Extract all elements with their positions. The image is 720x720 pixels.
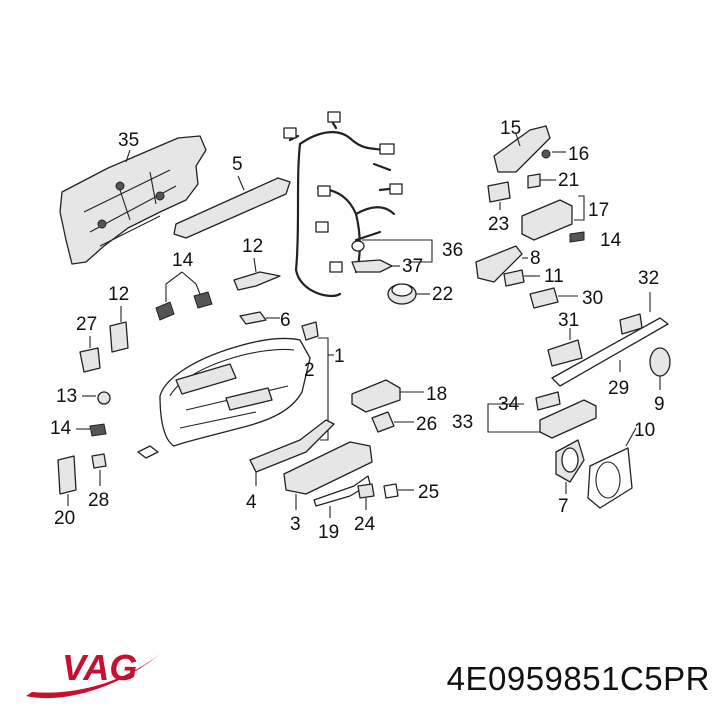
part-26-switch [371,411,414,433]
part-32-cap [619,292,651,335]
callout-1: 1 [334,346,345,367]
callout-25: 25 [418,482,439,503]
part-15-bracket [493,125,551,173]
part-17-lock-housing [521,195,585,241]
callout-19: 19 [318,522,339,543]
callout-2: 2 [304,360,315,381]
part-35-insulation [59,135,207,265]
part-22-knob [387,283,430,305]
callout-12-upper: 12 [242,236,263,257]
part-8-handle-bezel [475,245,528,283]
part-14-bolt [76,423,107,437]
callout-labels: 35 5 12 14 12 27 13 14 20 28 6 2 1 4 3 1… [50,118,665,543]
vag-logo-text: VAG [62,647,137,688]
callout-14-right: 14 [600,230,622,251]
callout-34: 34 [498,394,520,415]
part-34-switch [535,391,561,411]
callout-20: 20 [54,508,75,529]
callout-4: 4 [246,492,257,513]
callout-7: 7 [558,496,569,517]
part-28-cap [91,453,107,486]
part-20-switch-bezel [57,455,77,506]
callout-30: 30 [582,288,603,309]
callout-10: 10 [634,420,655,441]
callout-33: 33 [452,412,473,433]
callout-27: 27 [76,314,97,335]
part-18-tray [351,379,424,413]
part-23-switch [487,181,511,210]
callout-37: 37 [402,256,423,277]
callout-21: 21 [558,170,579,191]
callout-31: 31 [558,310,579,331]
part-13-nut [82,391,111,405]
part-16-screw [541,149,566,159]
part-6-clip [239,311,280,325]
part-36-wiring-harness [283,111,433,298]
part-3-pull-handle [283,441,373,510]
part-12-upper-bracket [233,257,281,291]
part-25-cap [383,483,414,499]
callout-16: 16 [568,144,589,165]
callout-13: 13 [56,386,77,407]
callout-22: 22 [432,284,453,305]
part-30-switch [529,287,578,309]
callout-17: 17 [588,200,609,221]
callout-6: 6 [280,310,291,331]
callout-11: 11 [544,266,564,287]
callout-3: 3 [290,514,301,535]
callout-32: 32 [638,268,659,289]
callout-15: 15 [500,118,521,139]
callout-5: 5 [232,154,243,175]
part-12-lower-bracket [109,306,129,353]
part-7-speaker [555,439,585,494]
callout-9: 9 [654,394,665,415]
part-5-trim-strip [173,175,291,239]
callout-24: 24 [354,514,376,535]
part-33-switch-panel [487,399,597,439]
callout-14-upper: 14 [172,250,194,271]
callout-12-lower: 12 [108,284,129,305]
part-24-cap [357,483,375,510]
part-9-speaker-grille [649,347,671,390]
part-4-armrest [249,419,335,486]
vag-logo: VAG [26,647,160,699]
part-number: 4E0959851C5PR [446,660,710,697]
part-31-switch [547,328,583,367]
callout-14-left: 14 [50,418,72,439]
callout-8: 8 [530,248,541,269]
callout-36: 36 [442,240,463,261]
part-27-clip [79,336,101,373]
part-1-door-trim-panel [137,321,334,459]
part-14-screws [155,271,213,321]
part-11-clip [503,269,540,287]
part-14-screw [569,231,585,243]
part-10-speaker-cover [587,427,637,509]
callout-23: 23 [488,214,509,235]
callout-28: 28 [88,490,109,511]
callout-29: 29 [608,378,629,399]
callout-18: 18 [426,384,447,405]
callout-26: 26 [416,414,437,435]
part-21-clip [527,173,556,189]
callout-35: 35 [118,130,139,151]
part-29-trim-strip [551,317,669,387]
